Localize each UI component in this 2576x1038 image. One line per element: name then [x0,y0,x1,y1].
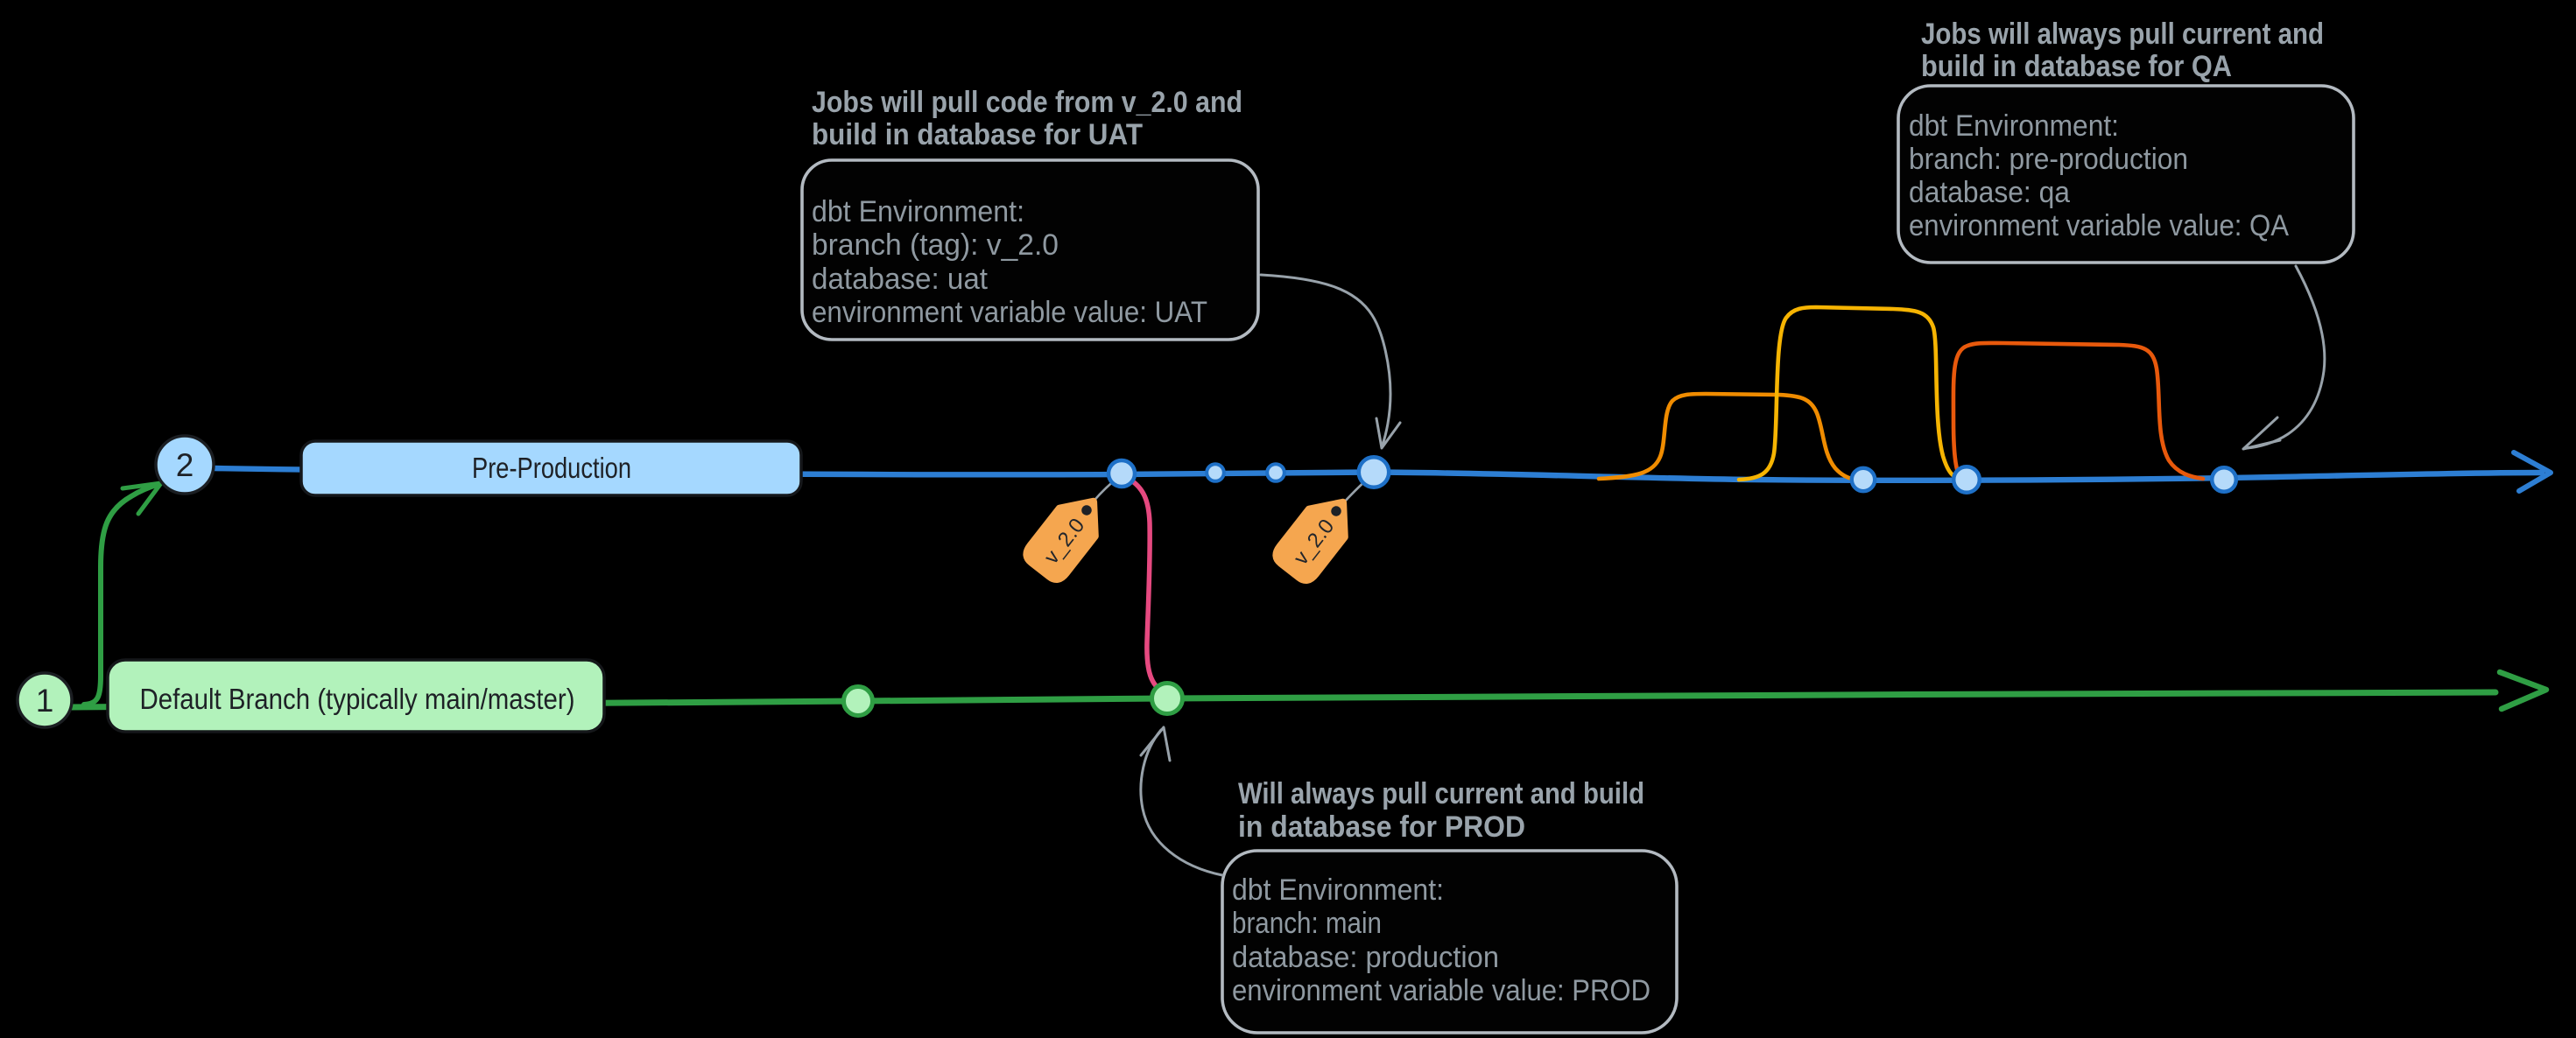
svg-text:branch (tag): v_2.0: branch (tag): v_2.0 [812,228,1059,262]
svg-text:dbt Environment:: dbt Environment: [1232,873,1444,907]
svg-text:build in database for QA: build in database for QA [1921,50,2232,83]
svg-text:environment variable value: UA: environment variable value: UAT [812,296,1207,329]
svg-text:1: 1 [36,683,54,719]
svg-text:Jobs will always pull current: Jobs will always pull current and [1921,18,2324,51]
svg-text:Default Branch (typically main: Default Branch (typically main/master) [140,683,575,715]
svg-text:build in database for UAT: build in database for UAT [812,118,1143,151]
svg-text:Pre-Production: Pre-Production [472,452,631,484]
svg-text:environment variable value: QA: environment variable value: QA [1909,209,2289,242]
svg-text:2: 2 [176,447,194,483]
svg-text:dbt Environment:: dbt Environment: [1909,109,2119,143]
svg-text:branch: pre-production: branch: pre-production [1909,143,2188,176]
svg-text:database: uat: database: uat [812,263,989,296]
svg-text:dbt Environment:: dbt Environment: [812,195,1024,228]
svg-text:database: qa: database: qa [1909,176,2070,209]
svg-text:Will always pull current and b: Will always pull current and build [1238,777,1644,810]
svg-text:branch: main: branch: main [1232,907,1382,940]
svg-text:environment variable value: PR: environment variable value: PROD [1232,974,1650,1007]
svg-text:database: production: database: production [1232,941,1499,974]
svg-text:Jobs will pull code from v_2.0: Jobs will pull code from v_2.0 and [812,86,1242,119]
svg-text:in database for PROD: in database for PROD [1238,810,1525,844]
